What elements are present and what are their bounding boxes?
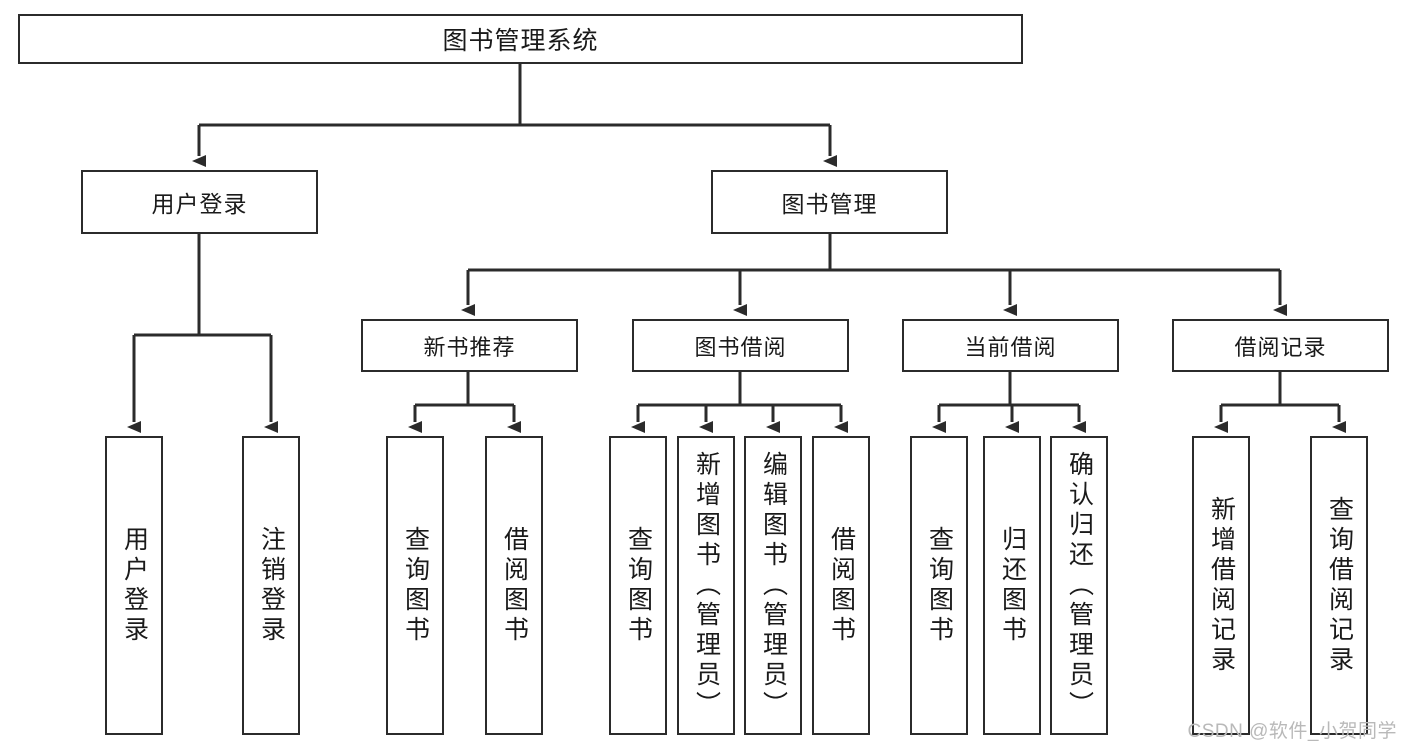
watermark: CSDN @软件_小贺同学	[1187, 721, 1397, 742]
node-leaf-label: 注销登录	[257, 525, 286, 646]
node-book-borrow-label: 图书借阅	[694, 334, 787, 360]
node-leaf-label: 用户登录	[120, 525, 149, 646]
node-root[interactable]: 图书管理系统	[18, 14, 1023, 64]
node-user-login[interactable]: 用户登录	[81, 170, 318, 234]
node-leaf-label: 查询图书	[925, 525, 954, 646]
node-leaf-user-login[interactable]: 用户登录	[105, 436, 163, 735]
node-leaf-logout-login[interactable]: 注销登录	[242, 436, 300, 735]
node-new-book-recommend[interactable]: 新书推荐	[361, 319, 578, 372]
node-book-manage-label: 图书管理	[781, 191, 878, 217]
node-leaf-borrow-book-1[interactable]: 借阅图书	[485, 436, 543, 735]
node-current-borrow[interactable]: 当前借阅	[902, 319, 1119, 372]
node-current-borrow-label: 当前借阅	[964, 334, 1057, 360]
node-leaf-confirm-return[interactable]: 确认归还（管理员）	[1050, 436, 1108, 735]
node-leaf-borrow-book-2[interactable]: 借阅图书	[812, 436, 870, 735]
node-leaf-label: 归还图书	[998, 525, 1027, 646]
node-leaf-label: 查询图书	[401, 525, 430, 646]
node-leaf-query-book-2[interactable]: 查询图书	[609, 436, 667, 735]
node-new-book-recommend-label: 新书推荐	[423, 334, 516, 360]
node-leaf-label: 借阅图书	[827, 525, 856, 646]
node-leaf-query-book-1[interactable]: 查询图书	[386, 436, 444, 735]
node-user-login-label: 用户登录	[151, 191, 248, 217]
node-leaf-label: 新增借阅记录	[1207, 495, 1236, 676]
node-leaf-label: 借阅图书	[500, 525, 529, 646]
node-root-label: 图书管理系统	[442, 27, 599, 55]
node-book-manage[interactable]: 图书管理	[711, 170, 948, 234]
node-leaf-label: 编辑图书（管理员）	[759, 450, 788, 721]
node-leaf-add-book[interactable]: 新增图书（管理员）	[677, 436, 735, 735]
node-book-borrow[interactable]: 图书借阅	[632, 319, 849, 372]
node-leaf-label: 查询图书	[624, 525, 653, 646]
node-leaf-add-record[interactable]: 新增借阅记录	[1192, 436, 1250, 735]
node-leaf-query-record[interactable]: 查询借阅记录	[1310, 436, 1368, 735]
node-leaf-query-book-3[interactable]: 查询图书	[910, 436, 968, 735]
node-borrow-record[interactable]: 借阅记录	[1172, 319, 1389, 372]
node-leaf-label: 新增图书（管理员）	[692, 450, 721, 721]
node-leaf-label: 查询借阅记录	[1325, 495, 1354, 676]
node-leaf-label: 确认归还（管理员）	[1065, 450, 1094, 721]
node-leaf-return-book[interactable]: 归还图书	[983, 436, 1041, 735]
node-borrow-record-label: 借阅记录	[1234, 334, 1327, 360]
node-leaf-edit-book[interactable]: 编辑图书（管理员）	[744, 436, 802, 735]
